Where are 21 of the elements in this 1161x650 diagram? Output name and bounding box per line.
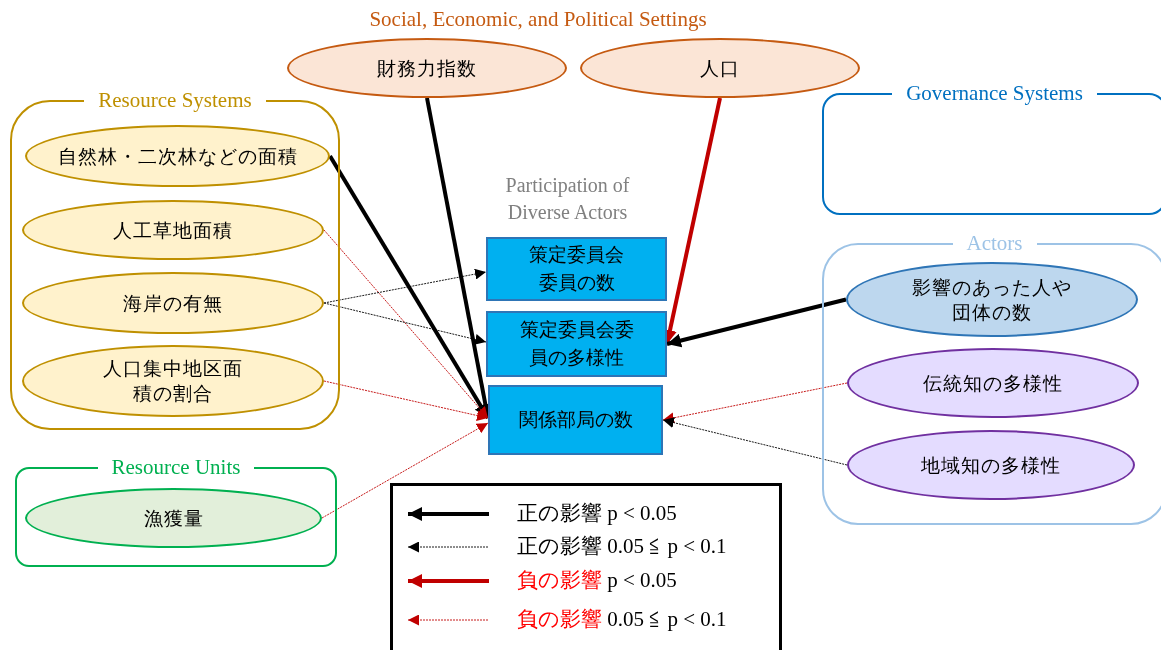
variable-ellipse: 財務力指数 <box>287 38 567 98</box>
variable-ellipse: 伝統知の多様性 <box>847 348 1139 418</box>
variable-ellipse: 地域知の多様性 <box>847 430 1135 500</box>
legend-text: 正の影響 p < 0.05 <box>517 500 677 527</box>
outcome-box: 策定委員会委員の数 <box>486 237 667 301</box>
arrow <box>666 297 847 348</box>
legend-text: 負の影響 p < 0.05 <box>517 567 677 594</box>
section-label: Participation of Diverse Actors <box>504 173 631 225</box>
variable-ellipse: 人工草地面積 <box>22 200 324 260</box>
variable-ellipse: 漁獲量 <box>25 488 322 548</box>
title: Social, Economic, and Political Settings <box>368 6 708 32</box>
variable-ellipse: 海岸の有無 <box>22 272 324 334</box>
outcome-box: 関係部局の数 <box>488 385 663 455</box>
variable-ellipse: 人口 <box>580 38 860 98</box>
legend-text: 負の影響 0.05 ≦ p < 0.1 <box>517 606 727 633</box>
legend-text: 正の影響 0.05 ≦ p < 0.1 <box>517 533 727 560</box>
variable-ellipse: 影響のあった人や団体の数 <box>846 262 1138 337</box>
outcome-box: 策定委員会委員の多様性 <box>486 311 667 377</box>
variable-ellipse: 人口集中地区面積の割合 <box>22 345 324 417</box>
variable-ellipse: 自然林・二次林などの面積 <box>25 125 330 187</box>
arrow <box>328 154 490 420</box>
